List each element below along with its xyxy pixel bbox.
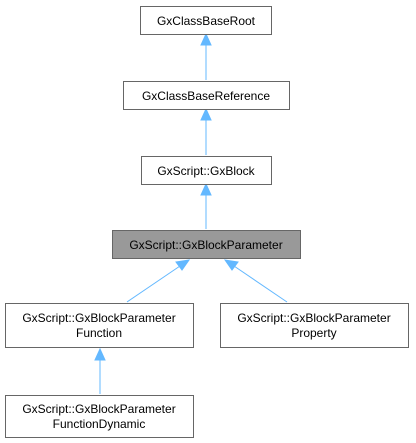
- class-node-gxclassbasereference[interactable]: GxClassBaseReference: [123, 81, 290, 110]
- class-node-gxblockparameterfunction[interactable]: GxScript::GxBlockParameter Function: [5, 303, 194, 348]
- class-node-label: FunctionDynamic: [53, 417, 146, 431]
- edge-parameter-to-block: [200, 182, 212, 229]
- edge-reference-to-root: [200, 32, 212, 80]
- edge-block-to-reference: [200, 107, 212, 155]
- class-node-label: Property: [291, 326, 336, 340]
- edge-property-to-parameter: [223, 259, 288, 303]
- class-node-label: GxScript::GxBlockParameter: [22, 402, 175, 416]
- class-node-gxblockparameter[interactable]: GxScript::GxBlockParameter: [112, 230, 301, 259]
- class-node-label: GxScript::GxBlock: [157, 164, 255, 178]
- class-node-gxblockparameterproperty[interactable]: GxScript::GxBlockParameter Property: [220, 303, 409, 348]
- class-node-label: GxClassBaseReference: [142, 89, 270, 103]
- class-node-label: GxClassBaseRoot: [157, 14, 256, 28]
- edge-function-to-parameter: [126, 259, 191, 303]
- class-node-label: GxScript::GxBlockParameter: [129, 238, 282, 252]
- class-node-label: GxScript::GxBlockParameter: [237, 311, 390, 325]
- class-node-label: Function: [76, 326, 122, 340]
- class-node-gxclassbaseroot[interactable]: GxClassBaseRoot: [140, 6, 272, 35]
- class-node-gxblock[interactable]: GxScript::GxBlock: [141, 156, 272, 185]
- edge-dynamic-to-function: [94, 347, 106, 394]
- class-node-label: GxScript::GxBlockParameter: [22, 311, 175, 325]
- class-node-gxblockparameterfunctiondynamic[interactable]: GxScript::GxBlockParameter FunctionDynam…: [5, 395, 194, 438]
